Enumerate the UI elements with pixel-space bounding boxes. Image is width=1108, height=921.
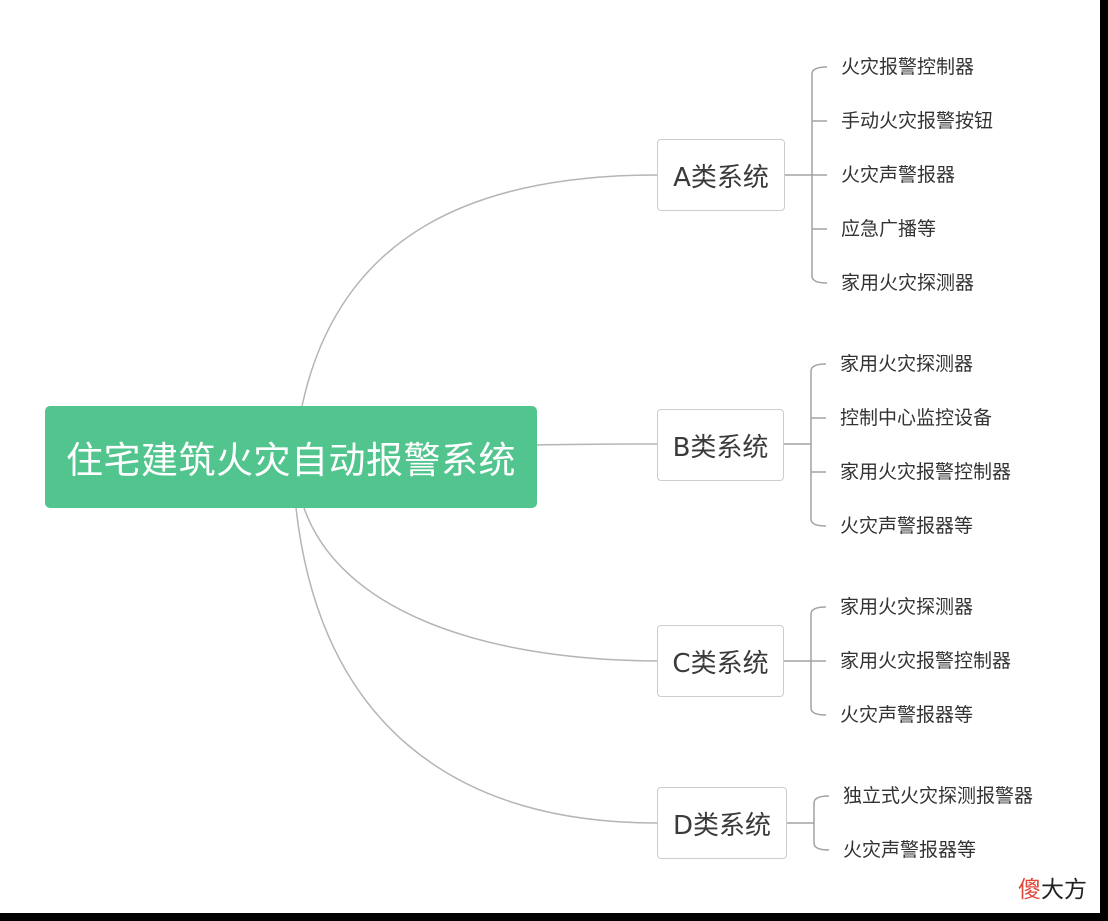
leaf-c-2[interactable]: 家用火灾报警控制器 bbox=[840, 650, 1012, 672]
leaf-b-4[interactable]: 火灾声警报器等 bbox=[840, 515, 974, 537]
watermark: 傻大方 bbox=[1018, 870, 1087, 904]
connector-root-d bbox=[295, 507, 658, 824]
bracket-d bbox=[787, 795, 830, 851]
connector-root-b bbox=[536, 443, 658, 446]
connector-root-c bbox=[303, 507, 658, 662]
leaf-b-2[interactable]: 控制中心监控设备 bbox=[840, 407, 993, 429]
category-node-a[interactable]: A类系统 bbox=[657, 139, 785, 211]
bracket-b bbox=[784, 363, 827, 527]
leaf-a-1[interactable]: 火灾报警控制器 bbox=[841, 56, 975, 78]
leaf-d-1[interactable]: 独立式火灾探测报警器 bbox=[843, 785, 1034, 807]
connector-root-a bbox=[301, 174, 658, 407]
watermark-rest: 大方 bbox=[1041, 877, 1087, 903]
root-node[interactable]: 住宅建筑火灾自动报警系统 bbox=[45, 406, 537, 508]
bracket-c bbox=[784, 606, 827, 716]
category-node-c[interactable]: C类系统 bbox=[657, 625, 784, 697]
category-node-d[interactable]: D类系统 bbox=[657, 787, 787, 859]
watermark-accent: 傻 bbox=[1018, 877, 1041, 903]
leaf-c-3[interactable]: 火灾声警报器等 bbox=[840, 704, 974, 726]
leaf-d-2[interactable]: 火灾声警报器等 bbox=[843, 839, 977, 861]
bracket-a bbox=[785, 66, 828, 284]
leaf-a-4[interactable]: 应急广播等 bbox=[841, 218, 937, 240]
leaf-a-2[interactable]: 手动火灾报警按钮 bbox=[841, 110, 994, 132]
leaf-c-1[interactable]: 家用火灾探测器 bbox=[840, 596, 974, 618]
leaf-a-3[interactable]: 火灾声警报器 bbox=[841, 164, 956, 186]
leaf-b-1[interactable]: 家用火灾探测器 bbox=[840, 353, 974, 375]
category-node-b[interactable]: B类系统 bbox=[657, 409, 784, 481]
leaf-a-5[interactable]: 家用火灾探测器 bbox=[841, 272, 975, 294]
leaf-b-3[interactable]: 家用火灾报警控制器 bbox=[840, 461, 1012, 483]
